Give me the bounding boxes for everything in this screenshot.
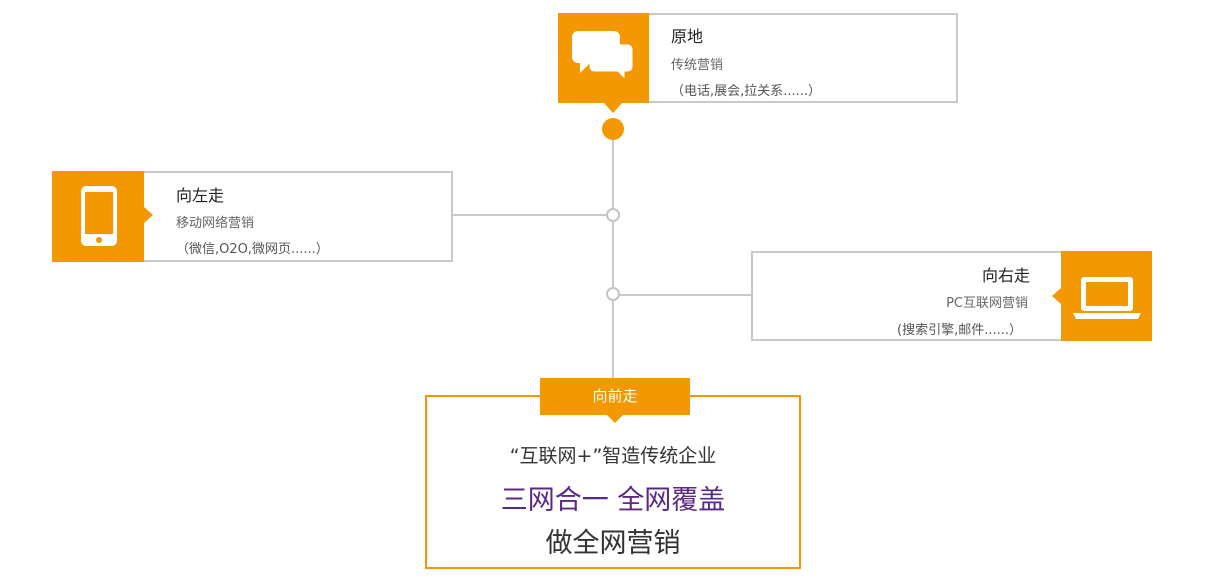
left-node-icon-block	[52, 171, 144, 262]
right-junction-dot	[606, 287, 620, 301]
right-node-pointer	[1052, 288, 1061, 304]
mobile-phone-icon	[81, 186, 117, 246]
final-node-tab-pointer	[607, 415, 623, 423]
chat-bubbles-icon	[572, 31, 636, 85]
final-node-box	[425, 395, 801, 569]
final-node-line2: 三网合一 全网覆盖	[500, 485, 726, 516]
final-node-line1: “互联网+”智造传统企业	[509, 445, 717, 467]
top-node-title: 原地	[671, 27, 704, 46]
top-node-pointer	[604, 103, 622, 113]
origin-dot	[602, 118, 624, 140]
top-node-note: （电话,展会,拉关系......）	[671, 84, 822, 99]
right-node-title: 向右走	[981, 266, 1030, 285]
right-branch-line	[614, 294, 752, 296]
left-junction-dot	[606, 208, 620, 222]
right-node-icon-block	[1061, 251, 1152, 341]
left-node-subtitle: 移动网络营销	[176, 216, 255, 231]
top-node-icon-block	[558, 13, 649, 103]
left-branch-line	[452, 214, 612, 216]
right-node-note: (搜索引擎,邮件......）	[897, 323, 1022, 338]
final-node-line3: 做全网营销	[545, 528, 681, 559]
laptop-icon	[1073, 277, 1141, 319]
left-node-note: （微信,O2O,微网页......）	[176, 242, 329, 257]
final-node-tab: 向前走	[540, 378, 690, 415]
left-node-pointer	[144, 207, 153, 223]
main-vertical-line	[612, 125, 614, 380]
top-node-subtitle: 传统营销	[671, 58, 724, 73]
right-node-subtitle: PC互联网营销	[946, 296, 1028, 311]
left-node-title: 向左走	[176, 186, 225, 205]
